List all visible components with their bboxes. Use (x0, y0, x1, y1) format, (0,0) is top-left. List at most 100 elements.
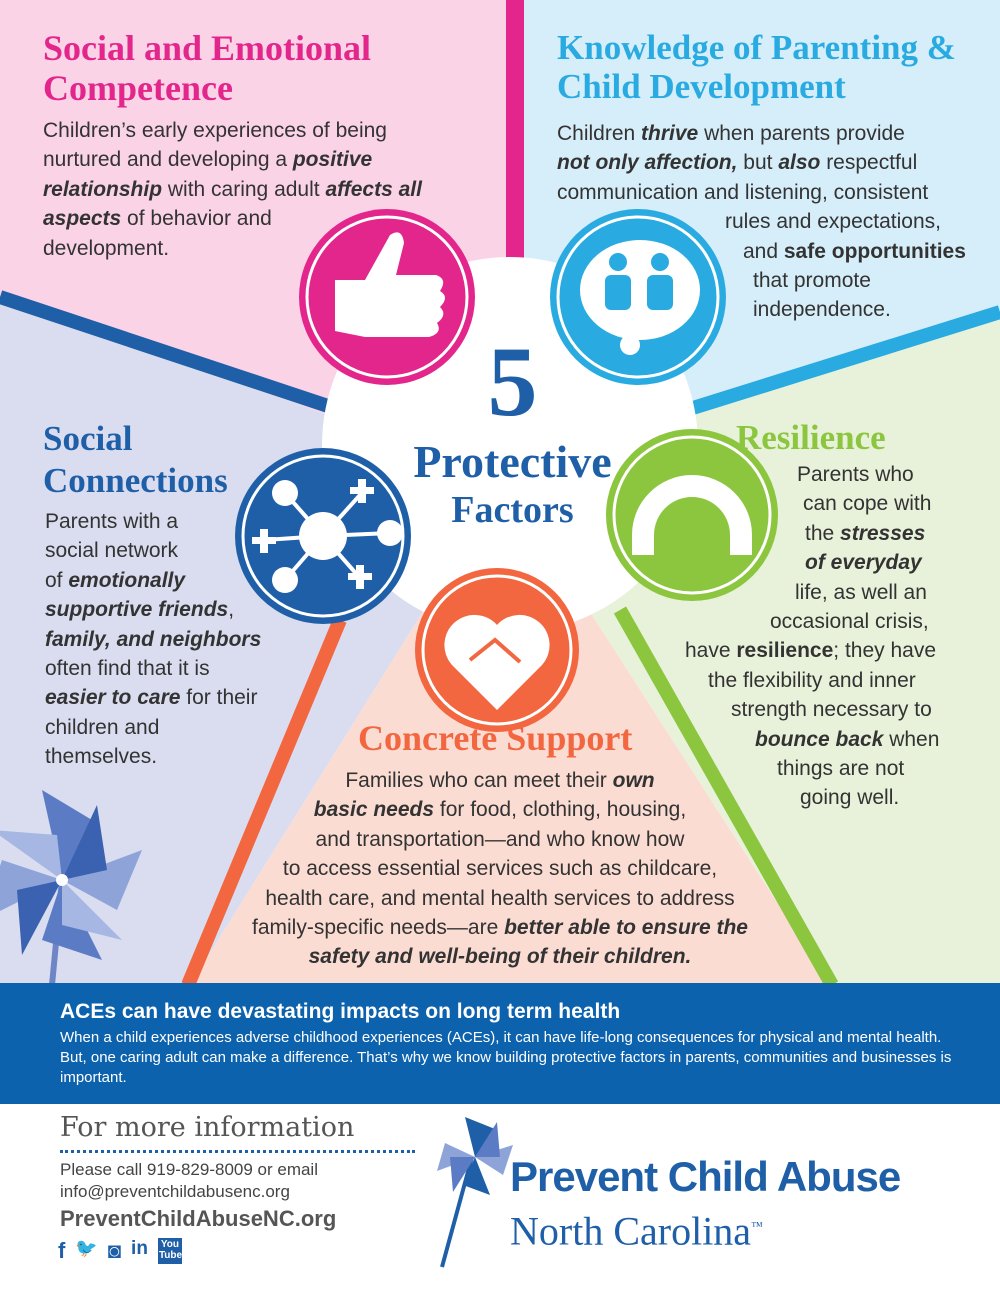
dotted-divider (60, 1150, 415, 1153)
emphasis-text: aspects (43, 207, 122, 231)
linkedin-icon[interactable]: in (131, 1238, 148, 1259)
text-segment: rules and expectations, (725, 210, 941, 234)
text-segment: communication and listening, consistent (557, 180, 929, 204)
emphasis-text: resilience (736, 639, 834, 663)
resilience-title: Resilience (736, 418, 886, 457)
text-line: health care, and mental health services … (200, 884, 800, 913)
knowledge-title: Knowledge of Parenting & Child Developme… (557, 28, 956, 107)
text-line: social network (45, 536, 261, 565)
text-segment: ; they have (833, 639, 937, 663)
social-links: f 🐦 ◙ in You Tube (58, 1238, 182, 1264)
emphasis-text: better able to ensure the (504, 916, 748, 940)
divider-orange (181, 617, 347, 985)
text-line: safety and well-being of their children. (200, 942, 800, 971)
banner-title: ACEs can have devastating impacts on lon… (60, 1000, 621, 1023)
text-segment: , (228, 598, 235, 622)
text-line: communication and listening, consistent (557, 178, 966, 207)
contact-email-link[interactable]: info@preventchildabusenc.org (60, 1182, 290, 1201)
text-line: themselves. (45, 742, 261, 771)
instagram-icon[interactable]: ◙ (107, 1238, 122, 1263)
network-people-icon (235, 448, 411, 624)
text-line: development. (43, 234, 422, 263)
emphasis-text: positive (292, 148, 373, 172)
emphasis-text: safe opportunities (783, 239, 966, 263)
heart-handshake-icon (415, 568, 579, 732)
text-line: of emotionally (45, 566, 261, 595)
text-segment: when parents provide (698, 122, 905, 145)
emphasis-text: also (778, 151, 821, 175)
emphasis-text: not only affection, (557, 151, 738, 175)
divider-green (613, 606, 839, 985)
social-connections-title: Social Connections (43, 419, 228, 500)
text-line: Parents who (797, 460, 1000, 489)
website-link[interactable]: PreventChildAbuseNC.org (60, 1206, 337, 1231)
text-line: basic needs for food, clothing, housing, (200, 795, 800, 824)
center-title-line1: Protective (413, 436, 612, 487)
text-segment: strength necessary to (731, 698, 932, 722)
text-line: strength necessary to (731, 695, 982, 724)
text-segment: Parents who (797, 463, 914, 486)
text-line: often find that it is (45, 654, 261, 683)
text-segment: when (883, 727, 940, 751)
text-line: nurtured and developing a positive (43, 145, 422, 174)
emphasis-text: emotionally (68, 568, 186, 592)
text-line: going well. (800, 783, 1000, 812)
trademark: ™ (751, 1219, 763, 1233)
text-segment: that promote (753, 269, 871, 293)
text-segment: life (795, 580, 822, 604)
text-segment: the (805, 521, 841, 545)
text-segment: Families who can meet their (345, 769, 613, 792)
concrete-support-text: Families who can meet their own basic nee… (200, 766, 800, 972)
logo-line2: North Carolina™ (510, 1203, 763, 1254)
text-segment: Children (557, 122, 642, 145)
social-emotional-text: Children’s early experiences of being nur… (43, 116, 422, 263)
text-segment: health care, and mental health services … (265, 886, 735, 910)
text-segment: children and (45, 715, 160, 739)
text-segment: Children’s early experiences of being (43, 119, 387, 142)
twitter-icon[interactable]: 🐦 (75, 1238, 98, 1258)
text-segment: development. (43, 236, 170, 260)
text-line: children and (45, 713, 261, 742)
emphasis-text: own (612, 769, 655, 792)
text-segment: , (821, 580, 828, 604)
aces-banner: ACEs can have devastating impacts on lon… (0, 983, 1000, 1104)
text-segment: and (743, 239, 784, 263)
facebook-icon[interactable]: f (58, 1238, 66, 1263)
logo-line1: Prevent Child Abuse (510, 1153, 901, 1200)
emphasis-text: thrive (641, 122, 699, 145)
text-segment: and transportation—and who know how (315, 827, 685, 851)
slinky-spring-icon (606, 429, 778, 601)
emphasis-text: relationship (43, 177, 163, 201)
text-line: and safe opportunities (743, 237, 966, 266)
thumbs-up-icon (299, 209, 475, 385)
text-line: Children thrive when parents provide (557, 119, 966, 148)
text-line: can cope with (803, 489, 1000, 518)
background-sectors (0, 0, 1000, 985)
text-line: of everyday (805, 548, 1000, 577)
family-thought-bubble-icon (550, 209, 726, 385)
text-segment: going well. (800, 786, 900, 810)
text-line: Parents with a (45, 507, 261, 536)
text-segment: social network (45, 539, 179, 563)
text-segment: the flexibility and inner (708, 668, 916, 692)
text-line: that promote (753, 266, 966, 295)
divider-light-blue (677, 305, 1000, 419)
text-line: occasional crisis, (770, 607, 1000, 636)
text-line: not only affection, but also respectful (557, 148, 966, 177)
text-segment: themselves. (45, 745, 158, 769)
youtube-icon[interactable]: You Tube (157, 1238, 182, 1264)
logo-line2-text: North Carolina (510, 1208, 752, 1254)
concrete-support-title: Concrete Support (358, 718, 633, 758)
text-segment: to access essential services such as chi… (282, 857, 718, 881)
text-segment: things are not (777, 757, 905, 781)
text-segment: can cope with (803, 492, 932, 516)
text-line: and transportation—and who know how (200, 825, 800, 854)
emphasis-text: bounce back (755, 727, 884, 751)
text-line: family, and neighbors (45, 625, 261, 654)
social-connections-text: Parents with a social network of emotional… (45, 507, 261, 772)
text-segment: Parents with a (45, 510, 179, 533)
text-line: aspects of behavior and (43, 204, 422, 233)
emphasis-text: easier to care (45, 686, 181, 710)
text-line: family-specific needs—are better able to… (200, 913, 800, 942)
